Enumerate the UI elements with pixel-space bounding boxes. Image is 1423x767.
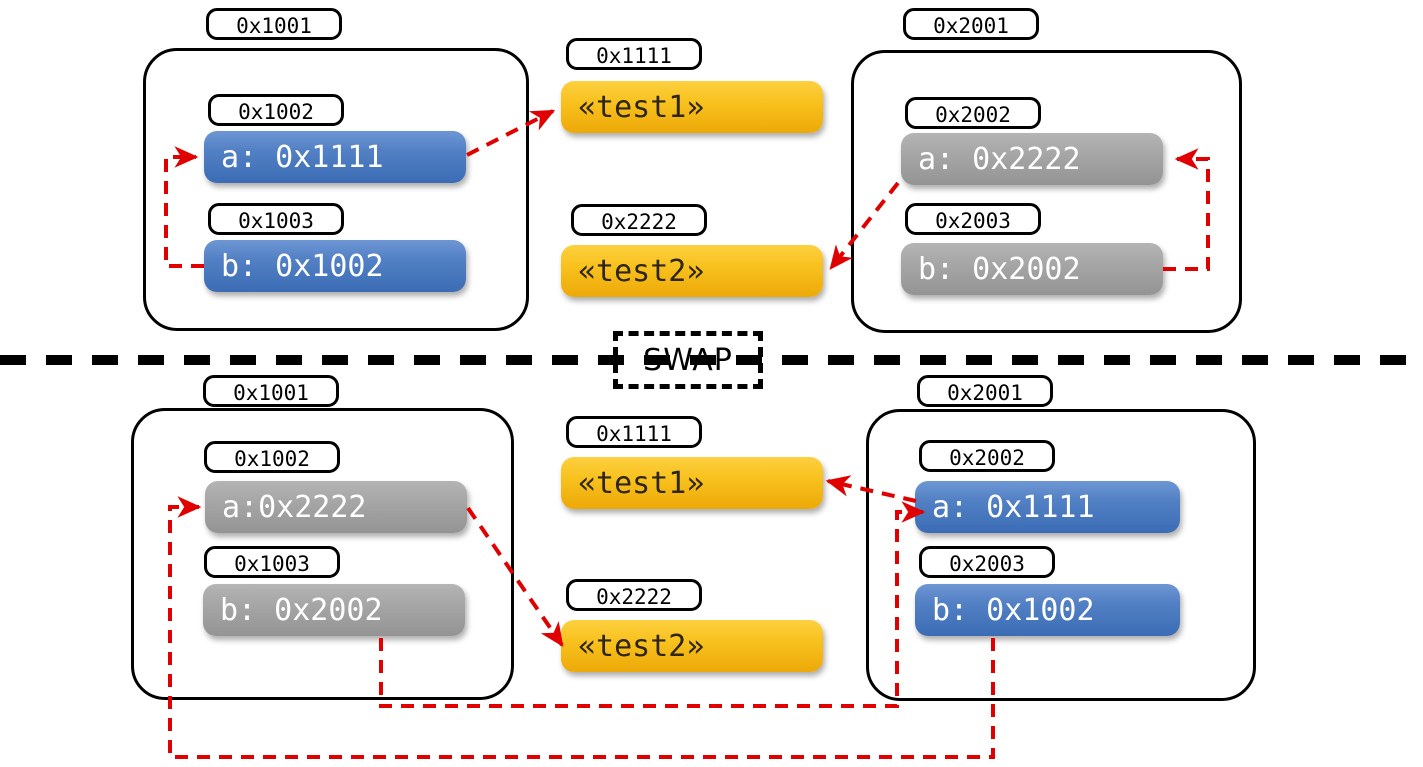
swap-divider-label: SWAP: [613, 331, 763, 389]
cell-address-after-right-1: 0x2003: [919, 546, 1055, 578]
cell-address-after-right-0: 0x2002: [919, 440, 1055, 472]
cell-address-before-left-0: 0x1002: [208, 94, 344, 126]
panel-after-left-address: 0x1001: [203, 375, 339, 407]
cell-address-before-left-1: 0x1003: [208, 203, 344, 235]
cell-address-before-right-1: 0x2003: [905, 203, 1041, 235]
string-after-test2: «test2»: [561, 620, 823, 672]
string-before-test2: «test2»: [561, 245, 823, 297]
string-address-after-test1: 0x1111: [566, 416, 702, 448]
cell-after-right-b: b: 0x1002: [915, 584, 1180, 636]
panel-after-right-address: 0x2001: [917, 375, 1053, 407]
panel-before-right-address: 0x2001: [903, 8, 1039, 40]
cell-after-left-b: b: 0x2002: [203, 584, 465, 636]
cell-before-left-b: b: 0x1002: [204, 240, 466, 292]
cell-after-right-a: a: 0x1111: [915, 481, 1180, 533]
cell-after-left-a: a:0x2222: [205, 481, 467, 533]
string-address-before-test2: 0x2222: [571, 204, 707, 236]
cell-before-left-a: a: 0x1111: [204, 131, 466, 183]
string-before-test1: «test1»: [561, 81, 823, 133]
panel-before-left-address: 0x1001: [206, 8, 342, 40]
string-after-test1: «test1»: [561, 457, 823, 509]
cell-address-after-left-1: 0x1003: [204, 546, 340, 578]
cell-before-right-b: b: 0x2002: [901, 243, 1163, 295]
cell-address-after-left-0: 0x1002: [204, 441, 340, 473]
cell-before-right-a: a: 0x2222: [901, 133, 1163, 185]
cell-address-before-right-0: 0x2002: [905, 97, 1041, 129]
string-address-after-test2: 0x2222: [566, 579, 702, 611]
string-address-before-test1: 0x1111: [566, 38, 702, 70]
